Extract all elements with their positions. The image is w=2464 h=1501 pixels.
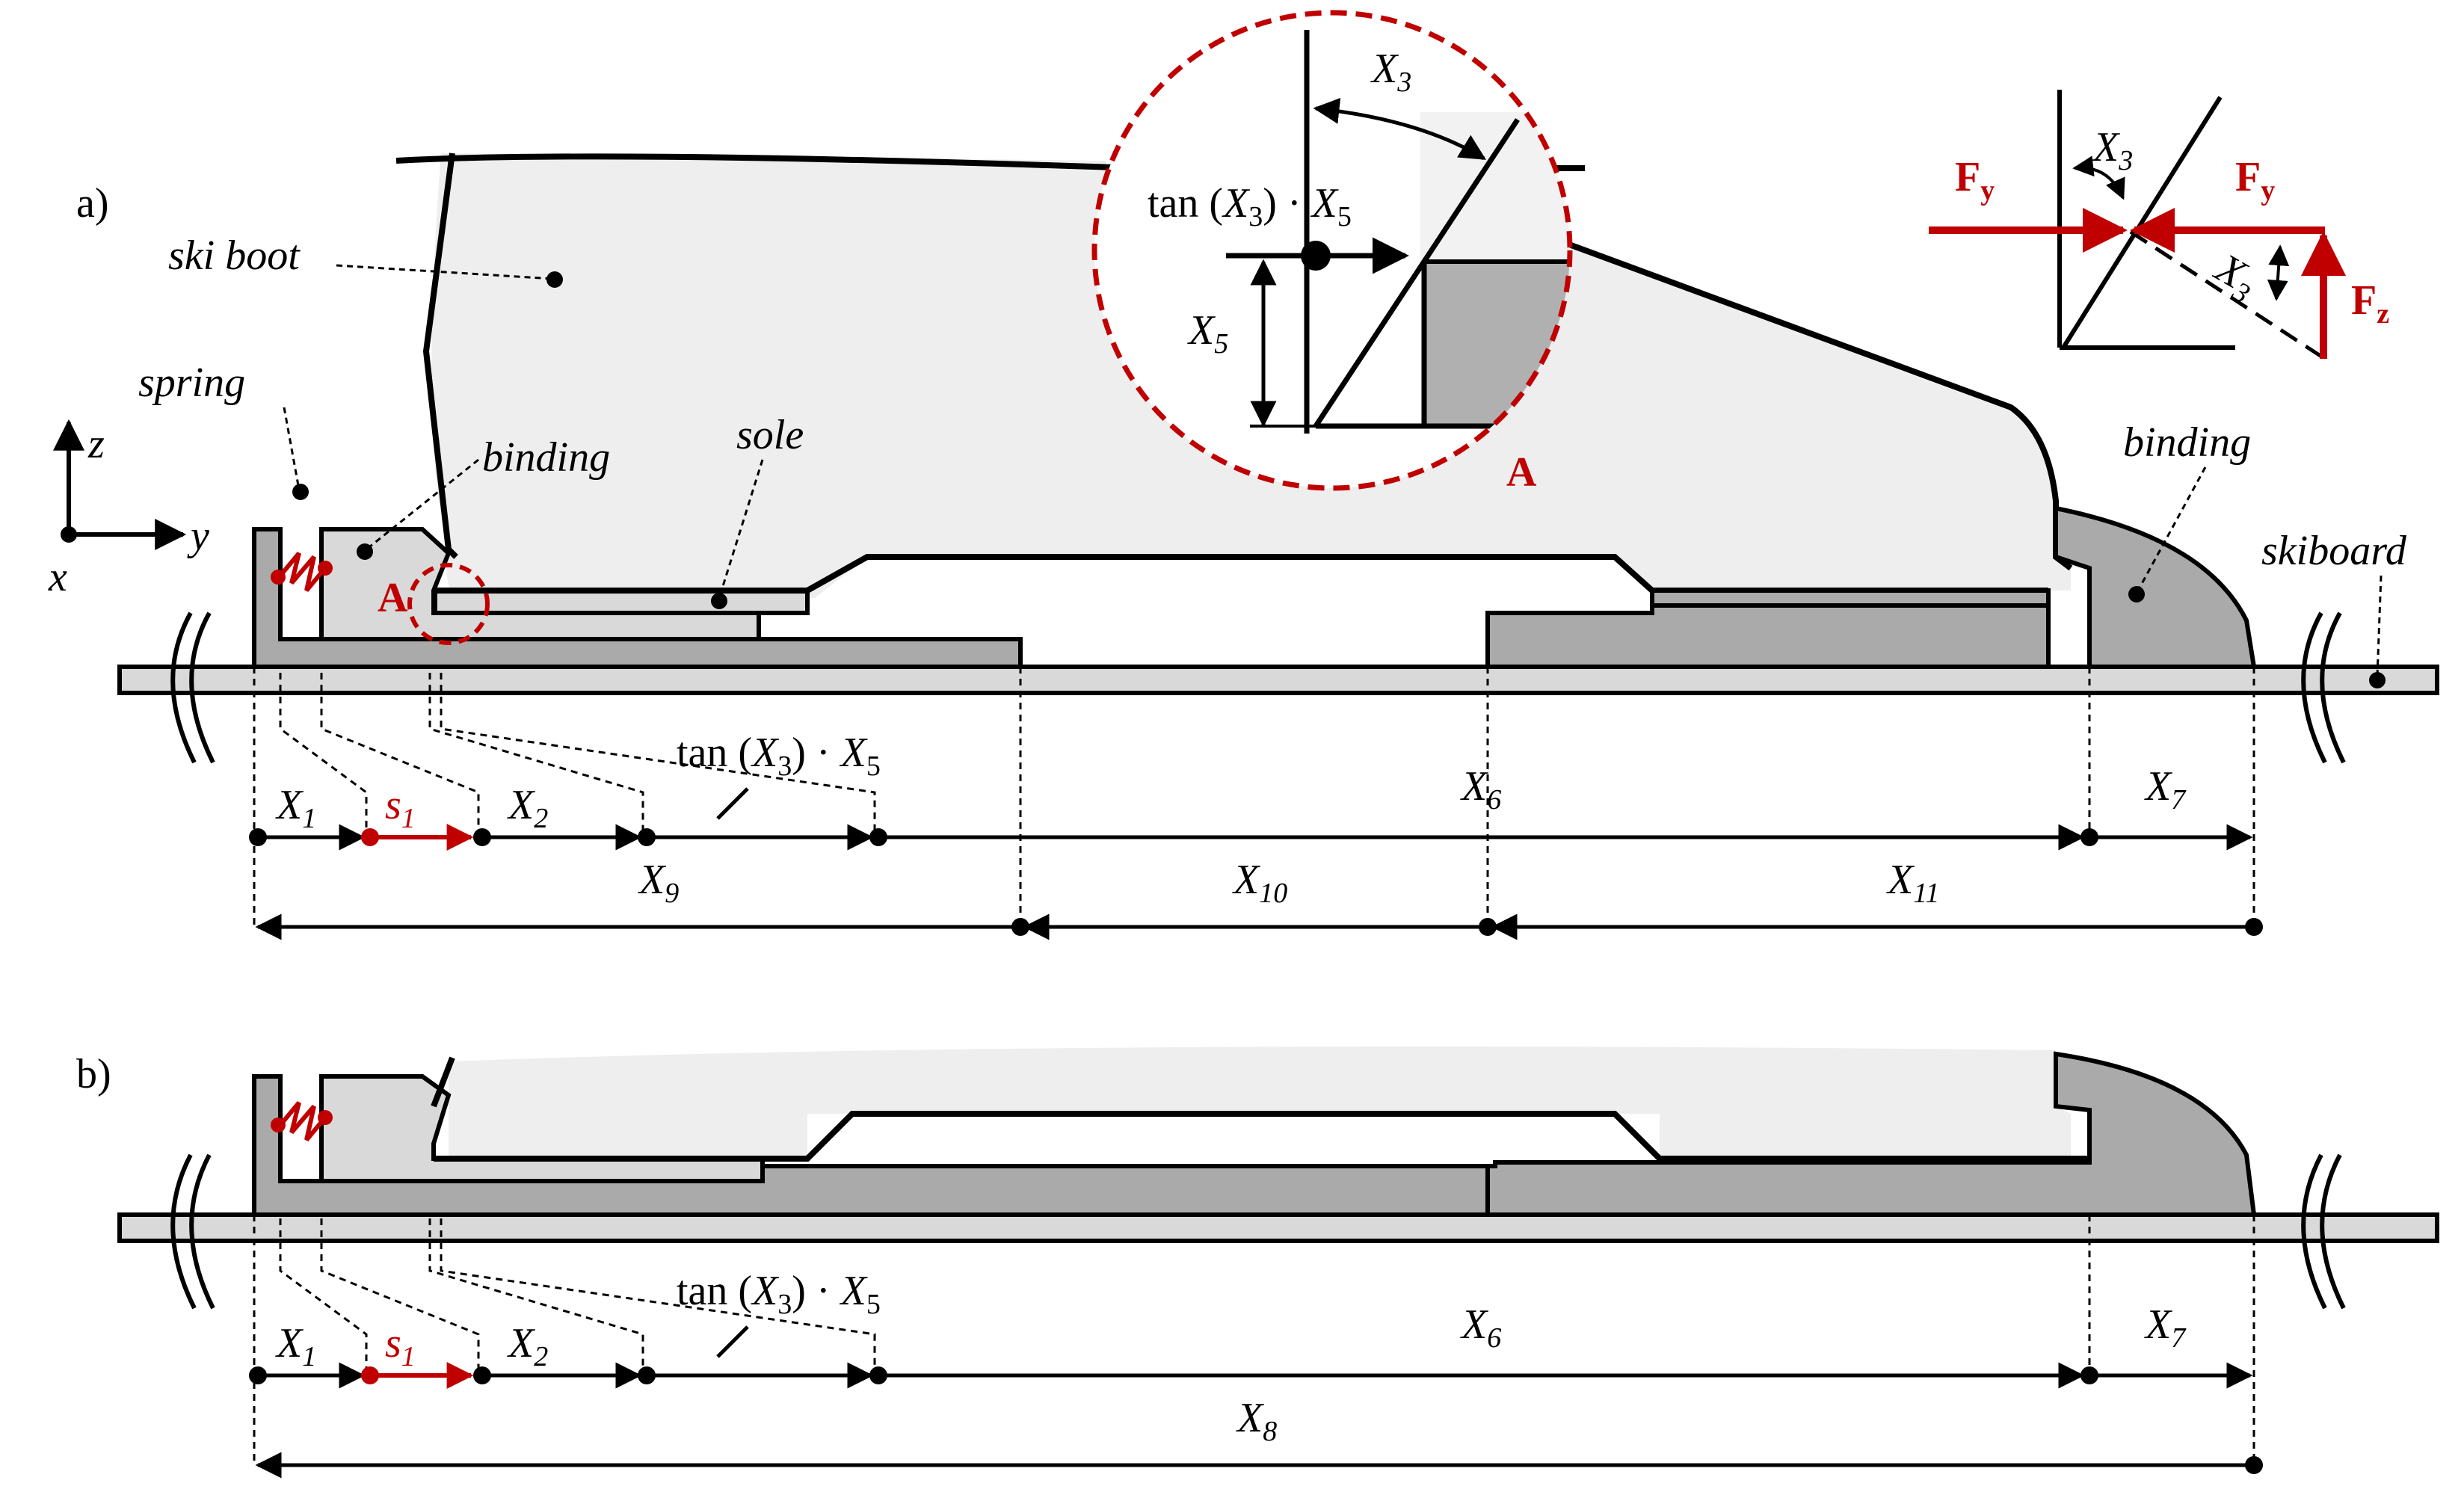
skiboard-break-left (170, 611, 215, 764)
binding-label-right: binding (2123, 419, 2251, 466)
panel-a: a) z y x (48, 10, 2439, 940)
dim-s1-b: s1 (385, 1320, 416, 1372)
axis-label-x: x (48, 554, 67, 600)
dim-x1-b: X1 (275, 1320, 316, 1372)
dim-x9: X9 (638, 857, 679, 909)
ski-boot-label: ski boot (168, 232, 301, 279)
binding-label-left: binding (482, 434, 610, 481)
sole-label: sole (736, 412, 804, 458)
coordinate-axes (53, 419, 187, 550)
dimension-arrows-b (255, 1325, 2253, 1479)
skiboard-break-left-b (170, 1153, 215, 1310)
detail-a-zoom-label: A (1506, 449, 1537, 496)
dimension-arrows-a (255, 787, 2253, 940)
skiboard-label: skiboard (2261, 528, 2407, 574)
zoom-x5-label: X5 (1187, 307, 1228, 360)
dim-x2-b: X2 (507, 1320, 548, 1372)
dim-x2-a: X2 (507, 782, 548, 834)
skiboard-break-right-b (2301, 1153, 2346, 1310)
skiboard-b (117, 1212, 2439, 1243)
rear-binding-b (1485, 1051, 2257, 1217)
panel-label-b: b) (76, 1051, 111, 1097)
dim-x7-a: X7 (2144, 763, 2187, 816)
skiboard (117, 665, 2439, 695)
dim-x11: X11 (1886, 857, 1939, 909)
dimension-lines-b (253, 1215, 2255, 1465)
skiboard-break-right (2301, 611, 2346, 764)
panel-label-a: a) (76, 180, 109, 226)
spring-icon (278, 552, 327, 592)
dim-x10: X10 (1232, 857, 1287, 909)
axis-label-z: z (87, 421, 105, 467)
dim-x6-b: X6 (1460, 1301, 1501, 1354)
zoom-formula: tan (X3) · X5 (1148, 180, 1352, 232)
dim-s1-a: s1 (385, 782, 416, 834)
spring-label: spring (138, 360, 245, 406)
force-angle-label-top: X3 (2092, 124, 2133, 176)
zoom-angle-label: X3 (1370, 46, 1411, 98)
detail-a-marker (407, 563, 490, 645)
dimension-nodes-b (249, 1366, 2263, 1474)
force-fy-right-label: Fy (2235, 154, 2275, 206)
panel-b: b) (76, 1047, 2439, 1479)
boot-sole-front (433, 588, 810, 615)
detail-a-label: A (378, 575, 408, 621)
dim-x7-b: X7 (2144, 1301, 2187, 1354)
boot-ghost-b (449, 1047, 2071, 1159)
dim-formula-b: tan (X3) · X5 (677, 1268, 881, 1320)
force-fz-label: Fz (2351, 277, 2389, 330)
dim-formula-a: tan (X3) · X5 (677, 730, 881, 782)
spring-icon-b (278, 1101, 327, 1141)
force-fy-left-label: Fy (1955, 154, 1995, 206)
rear-sole-strip (1650, 588, 2051, 608)
dim-x8: X8 (1236, 1395, 1277, 1447)
dim-x1-a: X1 (275, 782, 316, 834)
ski-boot-outline (395, 152, 2073, 571)
dim-x6-a: X6 (1460, 763, 1501, 816)
force-diagram: Fy Fy Fz X3 X3 (1929, 90, 2389, 361)
rear-binding-base (1485, 603, 2051, 669)
rear-binding-body (2054, 505, 2257, 669)
dimension-lines-a (253, 667, 2255, 927)
force-angle-label-bottom: X3 (2204, 244, 2266, 310)
dimension-nodes-a (249, 828, 2263, 936)
boot-sole-outline-b (431, 1056, 2089, 1162)
axis-label-y: y (187, 513, 209, 559)
